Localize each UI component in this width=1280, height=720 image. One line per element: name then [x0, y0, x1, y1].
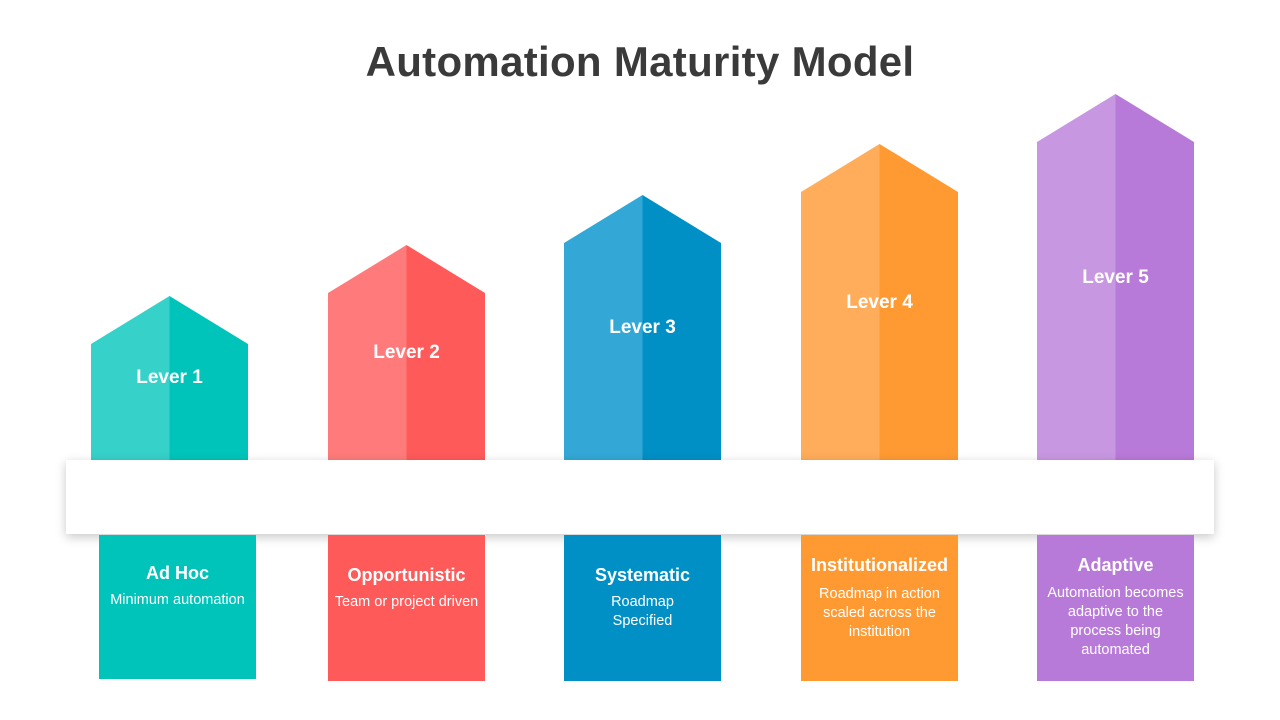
level-4-arrow-right [879, 144, 958, 462]
level-2-card: Opportunistic Team or project driven [328, 535, 485, 681]
page-title: Automation Maturity Model [365, 38, 915, 85]
level-2-label: Lever 2 [373, 342, 440, 363]
level-3-name: Systematic [594, 565, 691, 585]
level-4-card: Institutionalized Roadmap in action scal… [801, 535, 958, 681]
level-4-name: Institutionalized [811, 555, 948, 575]
level-5-description: Automation becomes adaptive to the proce… [1047, 585, 1184, 658]
level-4-label: Lever 4 [846, 292, 913, 313]
level-1-card: Ad Hoc Minimum automation [99, 535, 256, 679]
level-2-arrow-right [406, 245, 485, 462]
level-3-arrow-left [564, 195, 643, 462]
level-1-arrow-right [169, 296, 248, 462]
level-5-arrow-left [1037, 94, 1116, 462]
level-1-label: Lever 1 [136, 367, 203, 388]
level-4-arrow-left [801, 144, 880, 462]
level-2-arrow-left [328, 245, 407, 462]
level-1-name: Ad Hoc [146, 563, 209, 583]
level-5-arrow-right [1115, 94, 1194, 462]
level-1-description: Minimum automation [110, 592, 245, 608]
level-3-label: Lever 3 [609, 317, 676, 338]
level-5-card: Adaptive Automation becomes adaptive to … [1037, 535, 1194, 681]
level-5-label: Lever 5 [1082, 267, 1149, 288]
level-2-description: Team or project driven [334, 594, 479, 610]
level-2-name: Opportunistic [347, 565, 466, 585]
divider-band [66, 460, 1214, 534]
level-1-arrow-left [91, 296, 170, 462]
level-3-arrow-right [642, 195, 721, 462]
level-5-name: Adaptive [1077, 555, 1154, 575]
level-4-description: Roadmap in action scaled across the inst… [819, 586, 940, 640]
level-3-card: Systematic Roadmap Specified [564, 535, 721, 681]
level-3-description: Roadmap Specified [611, 594, 674, 629]
